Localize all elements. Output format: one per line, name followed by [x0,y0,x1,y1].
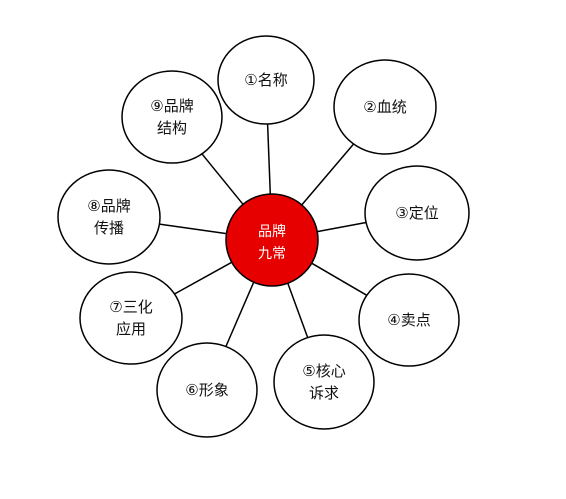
node-bloodline-ellipse [333,59,437,155]
node-image: ⑥形象 [156,342,258,438]
node-spread-label-line-1: ⑧品牌 [87,197,130,215]
connector-core [287,282,309,338]
node-image-label-line-1: ⑥形象 [185,381,228,399]
connector-bloodline [301,143,355,206]
node-bloodline: ②血统 [333,59,437,155]
node-name-ellipse [217,35,315,125]
connector-image [225,281,255,347]
node-name: ①名称 [217,35,315,125]
node-spread-label-line-2: 传播 [94,219,124,237]
node-core-ellipse [273,334,375,430]
node-three-label-line-2: 应用 [116,320,146,338]
hub-label-line-2: 九常 [258,246,286,262]
node-image-ellipse [156,342,258,438]
connector-three [174,261,233,295]
connector-spread [159,223,227,235]
node-spread-ellipse [57,169,161,265]
node-structure-ellipse [121,70,223,164]
node-positioning: ③定位 [364,165,470,261]
connector-positioning [317,221,367,233]
node-core-label-line-2: 诉求 [309,384,339,402]
node-core-label-line-1: ⑤核心 [302,362,345,380]
node-three-label-line-1: ⑦三化 [109,298,152,316]
node-bloodline-label-line-1: ②血统 [363,98,406,116]
connector-lines [159,123,368,347]
node-three-ellipse [79,271,183,365]
connector-selling [311,262,368,296]
connector-structure [201,153,244,205]
node-selling: ④卖点 [358,273,460,367]
node-name-label-line-1: ①名称 [244,71,287,89]
hub-circle [225,193,319,287]
node-structure-label-line-1: ⑨品牌 [150,97,193,115]
center-hub: 品牌 九常 [225,193,319,287]
node-positioning-label-line-1: ③定位 [395,204,438,222]
connector-name [266,123,272,195]
hub-label-line-1: 品牌 [258,223,286,240]
node-positioning-ellipse [364,165,470,261]
node-selling-label-line-1: ④卖点 [387,311,430,329]
node-structure-label-line-2: 结构 [157,119,187,137]
node-selling-ellipse [358,273,460,367]
